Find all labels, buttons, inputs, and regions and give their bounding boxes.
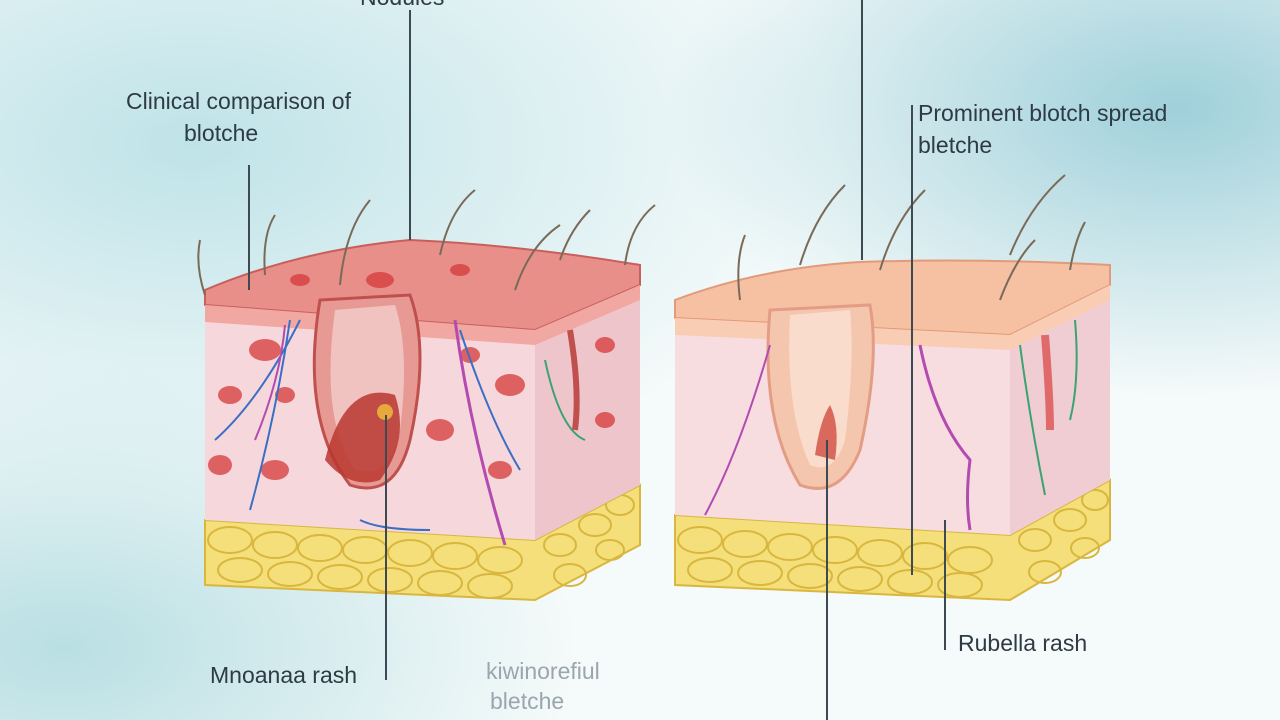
left-skin-block <box>197 189 656 602</box>
right-hair-follicle <box>766 303 875 490</box>
left-blood-vessels <box>214 319 586 546</box>
label-right-top-line1: Prominent blotch spread <box>918 100 1168 126</box>
right-hair-strands <box>737 174 1086 301</box>
left-hair-strands <box>197 189 656 296</box>
right-fat-cells <box>677 489 1109 598</box>
label-top-cut: Nodules <box>360 0 444 12</box>
label-bottom-right: Rubella rash <box>958 630 1088 656</box>
right-skin-block <box>674 174 1111 602</box>
right-blood-vessels <box>704 319 1078 531</box>
leader-lines <box>248 0 946 720</box>
left-red-blotches <box>208 264 615 480</box>
label-left-top-line2: blotche <box>184 120 259 146</box>
left-epidermis-top <box>204 238 641 332</box>
left-hair-follicle <box>312 293 422 490</box>
right-dermis-side <box>1010 285 1110 535</box>
label-bottom-center-line1: kiwinorefiul <box>486 658 600 684</box>
label-left-top-line1: Clinical comparison of <box>126 88 351 114</box>
left-fat-cells <box>207 494 635 599</box>
label-bottom-left: Mnoanaa rash <box>210 662 358 688</box>
label-bottom-center-line2: bletche <box>490 688 565 714</box>
label-right-top-line2: bletche <box>918 132 993 158</box>
